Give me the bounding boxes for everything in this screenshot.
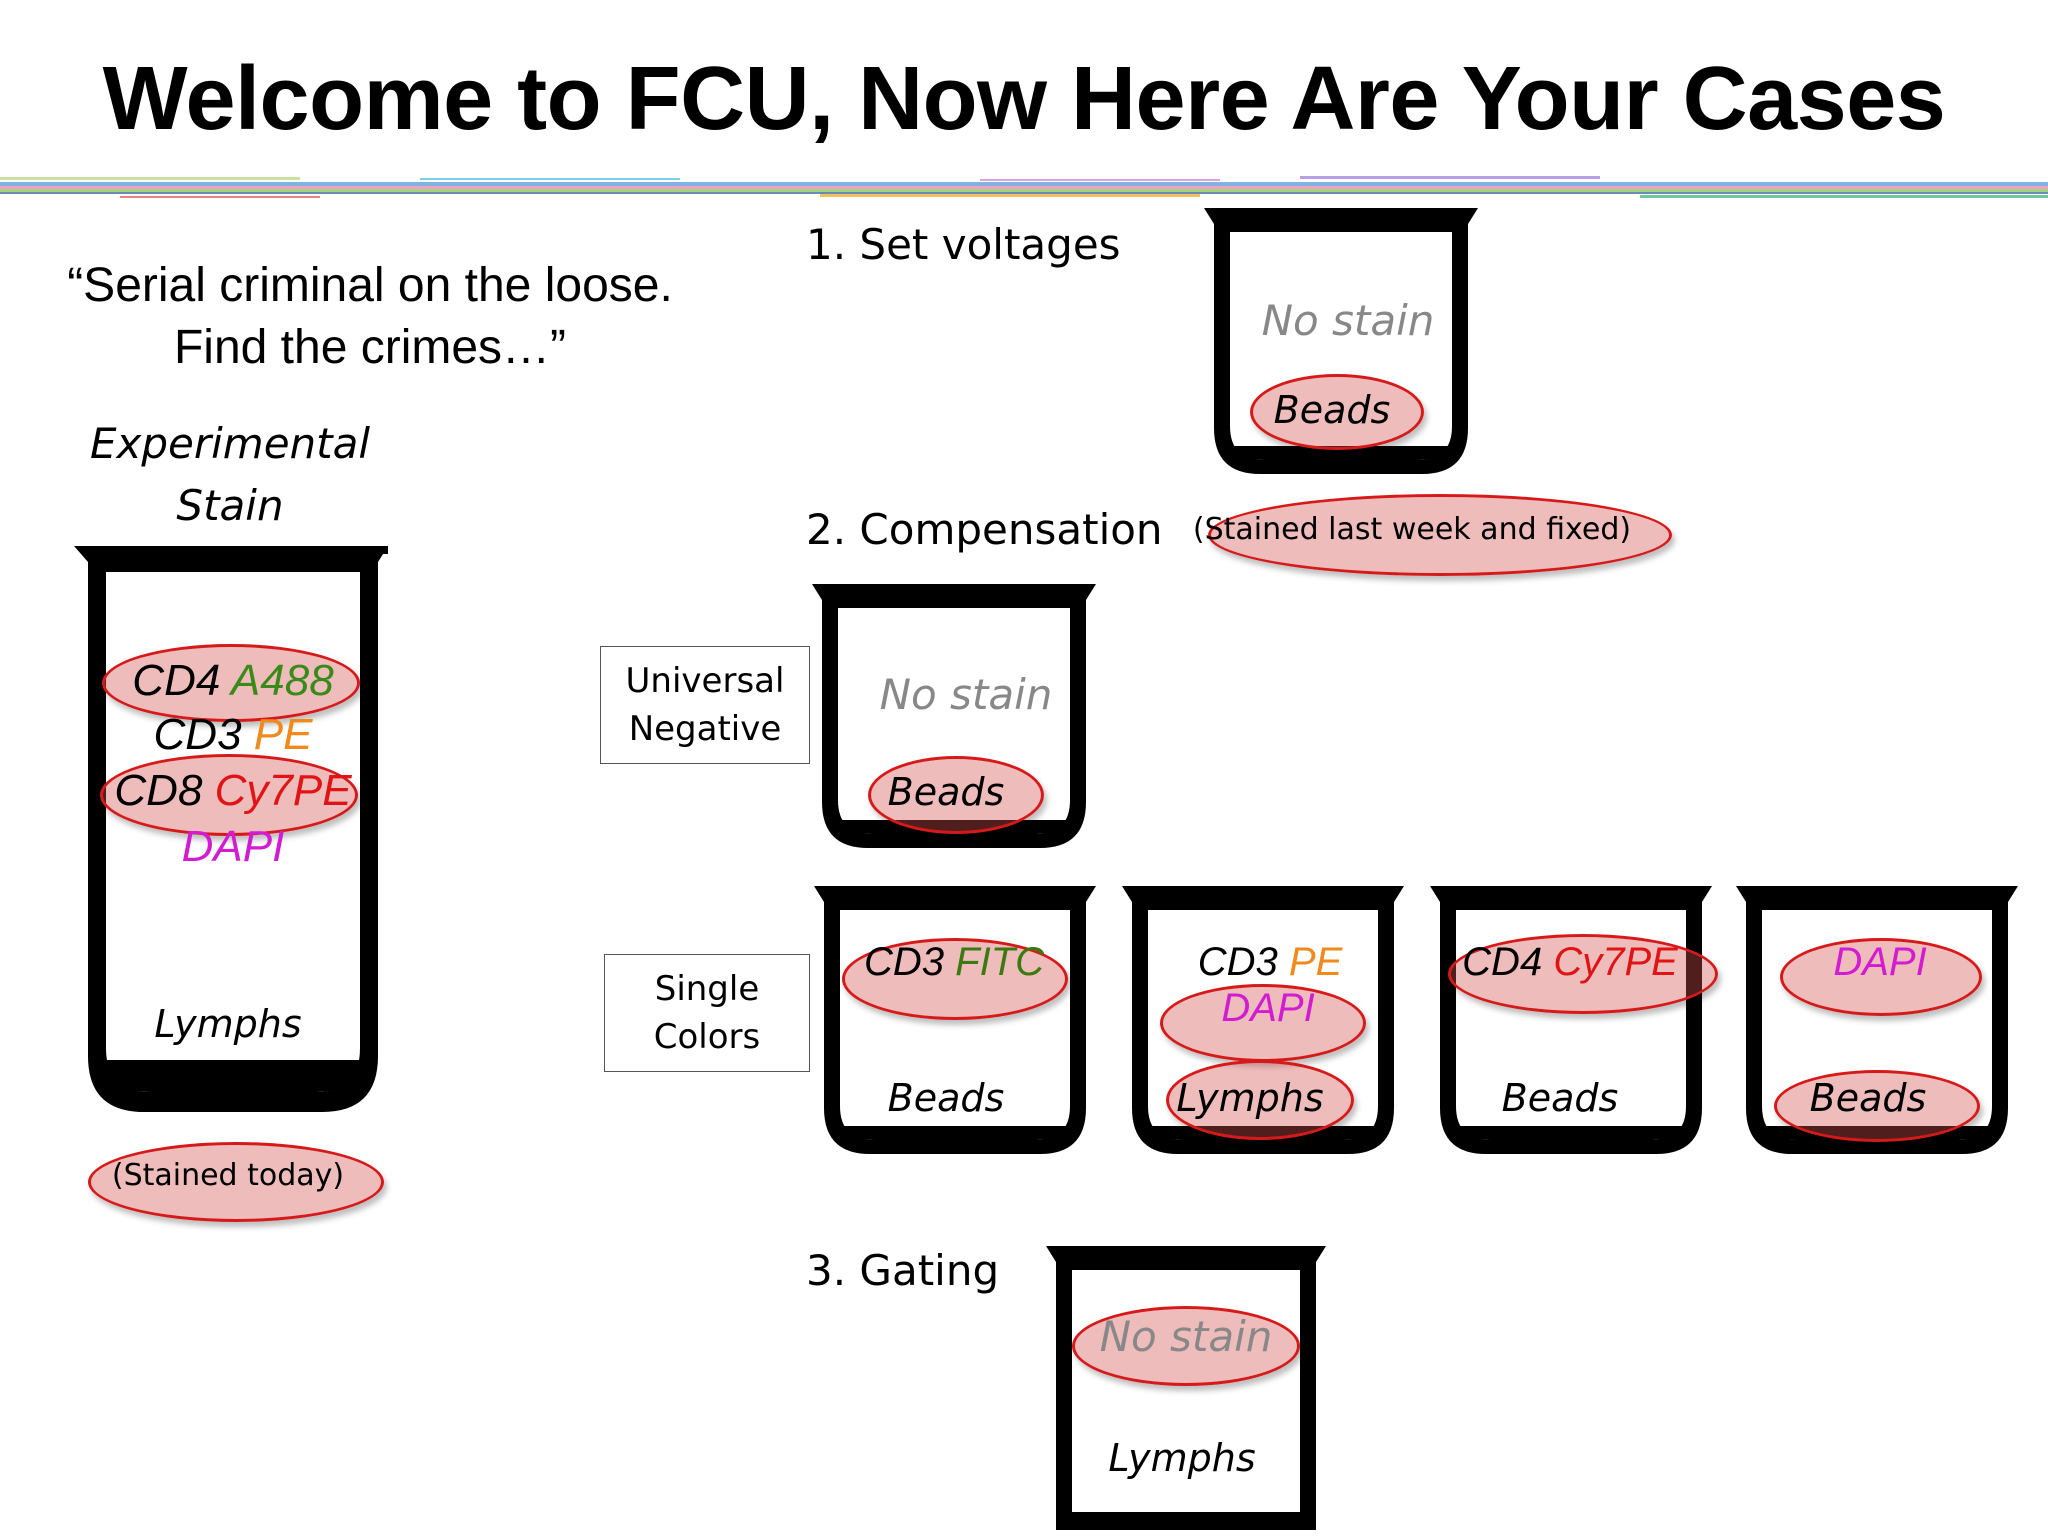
single-colors-line-1: Single: [654, 969, 760, 1009]
universal-negative-line-2: Negative: [628, 709, 782, 749]
single-color-4-marker: DAPI: [1833, 940, 1927, 984]
universal-negative-tube: No stain Beads: [806, 578, 1102, 854]
universal-negative-sample: Beads: [887, 770, 1005, 814]
single-color-1-sample: Beads: [887, 1076, 1005, 1120]
marker-cd3-pe: CD3 PE: [153, 710, 313, 759]
experimental-sample: Lymphs: [154, 1002, 302, 1046]
marker-dapi: DAPI: [181, 822, 285, 871]
single-color-2-marker: CD3 PE: [1197, 940, 1343, 984]
step-3-label: 3. Gating: [806, 1246, 1000, 1295]
single-colors-box: Single Colors: [604, 954, 810, 1072]
single-color-3-sample: Beads: [1501, 1076, 1619, 1120]
universal-negative-box: Universal Negative: [600, 646, 810, 764]
step-2-label: 2. Compensation: [806, 505, 1163, 554]
highlight-oval-beads: [1774, 1070, 1980, 1142]
highlight-oval-dapi-only: [1780, 938, 1982, 1016]
voltage-tube-stain: No stain: [1261, 296, 1435, 345]
highlight-oval-cd4: [102, 644, 360, 722]
highlight-oval-stained-last-week: [1208, 494, 1672, 576]
single-color-tube-cd3-fitc: CD3 FITC Beads: [808, 880, 1102, 1160]
quote-line-2: Find the crimes…”: [173, 321, 567, 374]
single-colors-line-2: Colors: [653, 1017, 761, 1057]
highlight-oval-cd4-cy7pe: [1448, 934, 1718, 1014]
marker-cd8-cy7pe: CD8 Cy7PE: [114, 766, 352, 815]
quote-line-1: “Serial criminal on the loose.: [67, 259, 673, 312]
gating-tube-stain: No stain: [1099, 1312, 1273, 1361]
single-color-tube-cd3-pe-dapi: CD3 PE DAPI Lymphs: [1116, 880, 1410, 1160]
stained-last-week-note: (Stained last week and fixed): [1192, 512, 1632, 547]
universal-negative-stain: No stain: [879, 670, 1053, 719]
highlight-oval-cd3-fitc: [842, 938, 1068, 1020]
highlight-oval-lymphs: [1166, 1060, 1354, 1140]
single-color-tube-cd4-cy7pe: CD4 Cy7PE Beads: [1424, 880, 1718, 1160]
gating-tube: No stain Lymphs: [1040, 1240, 1332, 1530]
experimental-tube: CD4 A488 CD3 PE CD8 Cy7PE DAPI Lymphs: [62, 536, 404, 1126]
voltage-tube-sample: Beads: [1273, 388, 1391, 432]
marker-cd4-a488: CD4 A488: [132, 656, 334, 705]
highlight-oval-cd8: [100, 754, 358, 836]
universal-negative-line-1: Universal: [625, 661, 785, 701]
highlight-oval-universal-beads: [868, 756, 1044, 834]
single-color-4-sample: Beads: [1809, 1076, 1927, 1120]
decorative-rainbow-divider: [0, 176, 2048, 198]
step-1-label: 1. Set voltages: [806, 220, 1121, 269]
slide-title: Welcome to FCU, Now Here Are Your Cases: [102, 49, 1946, 149]
single-color-3-marker: CD4 Cy7PE: [1462, 940, 1678, 984]
voltage-tube: No stain Beads: [1196, 202, 1486, 480]
highlight-oval-voltage-beads: [1250, 374, 1424, 450]
case-quote: “Serial criminal on the loose. Find the …: [30, 255, 710, 379]
highlight-oval-stained-today: [88, 1142, 384, 1222]
single-color-2-sample: Lymphs: [1176, 1076, 1324, 1120]
highlight-oval-gating-no-stain: [1072, 1306, 1300, 1386]
stained-today-note: (Stained today): [111, 1158, 345, 1193]
single-color-tube-dapi: DAPI Beads: [1730, 880, 2024, 1160]
single-color-1-marker: CD3 FITC: [863, 940, 1045, 984]
experimental-heading-line-2: Stain: [176, 481, 284, 530]
experimental-heading-line-1: Experimental: [89, 419, 371, 468]
single-color-2-extra: DAPI: [1221, 986, 1315, 1030]
gating-tube-sample: Lymphs: [1108, 1436, 1256, 1480]
